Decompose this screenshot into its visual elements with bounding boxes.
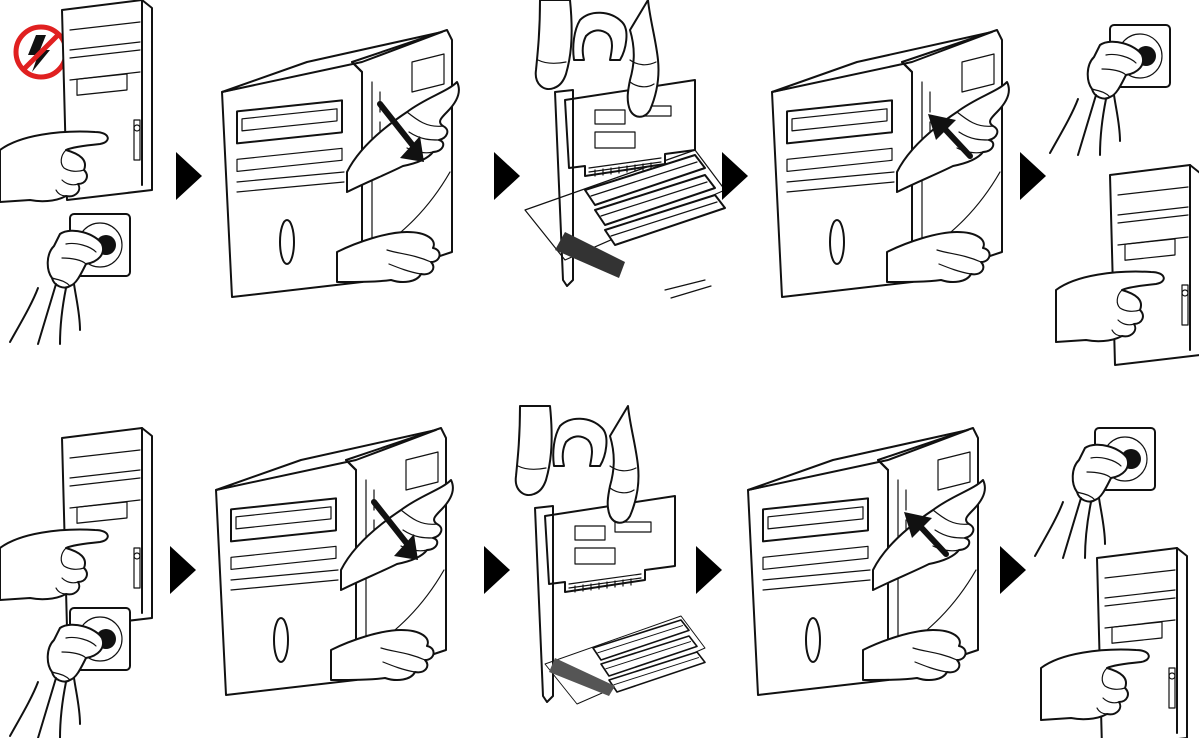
step-power-on-panel (1049, 24, 1199, 366)
step-close-case-panel (738, 420, 1008, 700)
step-arrow-icon (722, 152, 748, 200)
plug-socket-icon (1034, 427, 1156, 559)
step-arrow-icon (494, 152, 520, 200)
hands-holding-card-icon (514, 405, 640, 524)
pcie-installation-row (0, 398, 1199, 738)
remove-direction-arrow-icon (939, 123, 973, 159)
step-arrow-icon (1020, 152, 1046, 200)
remove-direction-arrow-icon (915, 521, 949, 557)
step-power-off-panel (0, 0, 160, 350)
step-insert-card-panel (515, 0, 726, 310)
step-arrow-icon (696, 546, 722, 594)
step-arrow-icon (170, 546, 196, 594)
pc-tower-side-icon (61, 427, 153, 629)
step-arrow-icon (1000, 546, 1026, 594)
unplug-socket-icon (9, 607, 131, 738)
step-open-case-panel (206, 420, 476, 700)
step-power-on-panel (1034, 427, 1199, 738)
pcie-slot-icon (544, 615, 706, 705)
step-insert-card-panel (505, 405, 706, 705)
pci-installation-row (0, 0, 1199, 366)
plug-socket-icon (1049, 24, 1171, 156)
step-arrow-icon (484, 546, 510, 594)
slot-direction-shadow-icon (555, 232, 625, 278)
step-close-case-panel (762, 22, 1032, 302)
step-arrow-icon (176, 152, 202, 200)
step-open-case-panel (212, 22, 482, 302)
unplug-socket-icon (9, 213, 131, 345)
slot-direction-shadow-icon (549, 658, 615, 696)
step-power-off-panel (0, 427, 160, 738)
no-power-icon (13, 24, 69, 80)
